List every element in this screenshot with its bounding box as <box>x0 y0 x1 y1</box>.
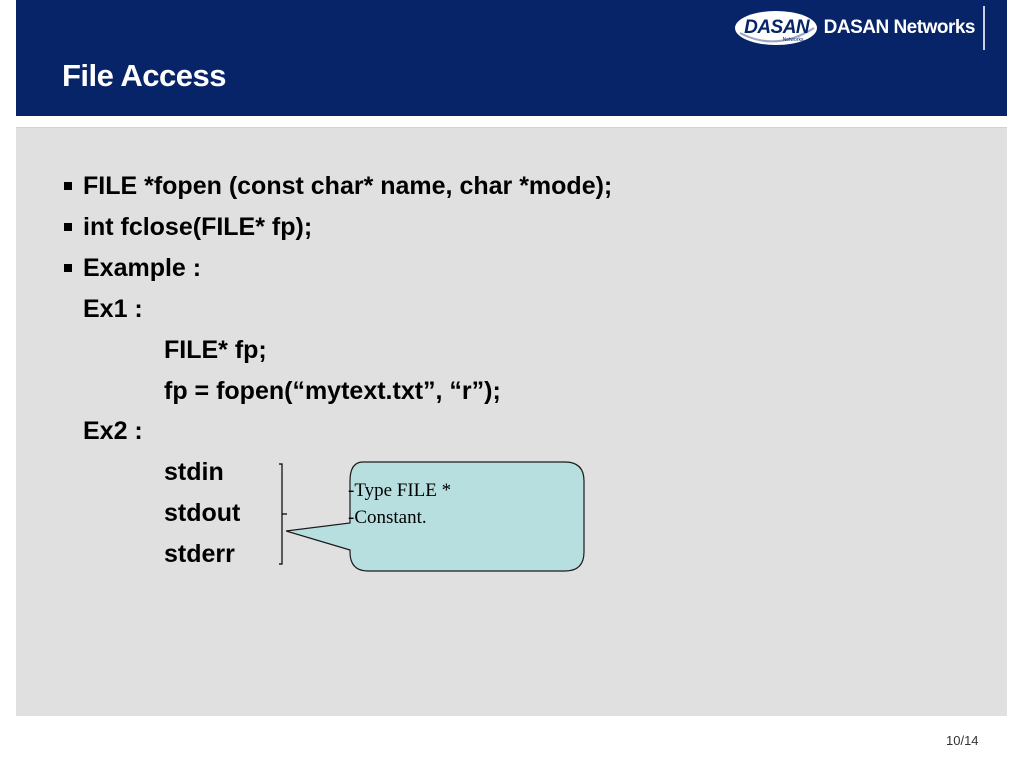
content-line: stderr <box>164 540 235 568</box>
content-line: stdin <box>164 458 224 486</box>
content-line: fp = fopen(“mytext.txt”, “r”); <box>164 377 501 405</box>
content-line: Example : <box>83 254 202 282</box>
logo-mark-text: DASAN <box>744 17 810 38</box>
callout-text: -Type FILE * -Constant. <box>348 477 451 531</box>
company-logo: DASAN Networks DASAN Networks <box>734 6 985 50</box>
right-brace-icon <box>279 463 287 565</box>
logo-company-name: DASAN Networks <box>823 17 976 38</box>
content-line: int fclose(FILE* fp); <box>83 213 313 241</box>
content-line: Ex2 : <box>83 417 143 445</box>
callout-shape <box>286 461 585 572</box>
slide-content: FILE *fopen (const char* name, char *mod… <box>16 127 1007 716</box>
bullet-icon <box>64 182 72 190</box>
bullet-icon <box>64 223 72 231</box>
bullet-icon <box>64 264 72 272</box>
logo-mark: DASAN Networks <box>734 8 818 48</box>
content-line: stdout <box>164 499 241 527</box>
callout-line: -Type FILE * <box>348 480 452 501</box>
content-line: FILE* fp; <box>164 336 267 364</box>
callout-line: -Constant. <box>348 507 427 528</box>
page-number: 10/14 <box>946 733 979 748</box>
logo-divider <box>983 6 985 50</box>
content-line: FILE *fopen (const char* name, char *mod… <box>83 172 613 200</box>
slide-header: File Access DASAN Networks DASAN Network… <box>16 0 1007 116</box>
content-line: Ex1 : <box>83 295 143 323</box>
slide-title: File Access <box>62 58 226 93</box>
logo-ellipse-icon <box>734 11 817 45</box>
logo-mark-subtext: Networks <box>782 37 804 43</box>
